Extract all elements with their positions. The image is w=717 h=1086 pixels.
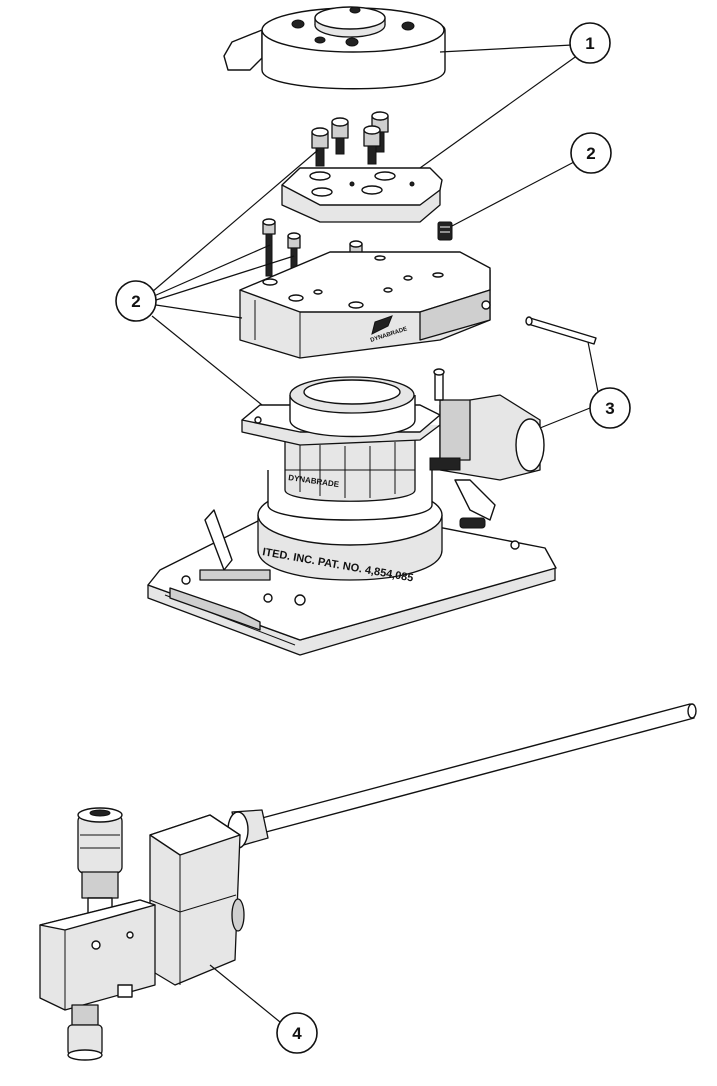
dowel-pin xyxy=(525,316,597,345)
callout-4: 4 xyxy=(276,1012,318,1054)
callout-2-right: 2 xyxy=(570,132,612,174)
svg-text:2: 2 xyxy=(586,144,595,163)
callout-2-left: 2 xyxy=(115,280,157,322)
callout-3: 3 xyxy=(589,387,631,429)
leader-lines xyxy=(151,44,599,1023)
svg-text:4: 4 xyxy=(292,1024,302,1043)
svg-text:1: 1 xyxy=(585,34,594,53)
svg-text:3: 3 xyxy=(605,399,614,418)
mounting-cap xyxy=(223,6,446,90)
svg-text:2: 2 xyxy=(131,292,140,311)
sander-body: ITED. INC. PAT. NO. 4,854,085 DYNABRADE xyxy=(147,368,557,656)
cap-screws-upper xyxy=(311,111,389,167)
set-screw xyxy=(437,221,453,241)
mounting-block: DYNABRADE xyxy=(239,251,491,359)
adapter-plate xyxy=(281,167,443,223)
callout-1: 1 xyxy=(569,22,611,64)
valve-assembly xyxy=(39,703,697,1061)
